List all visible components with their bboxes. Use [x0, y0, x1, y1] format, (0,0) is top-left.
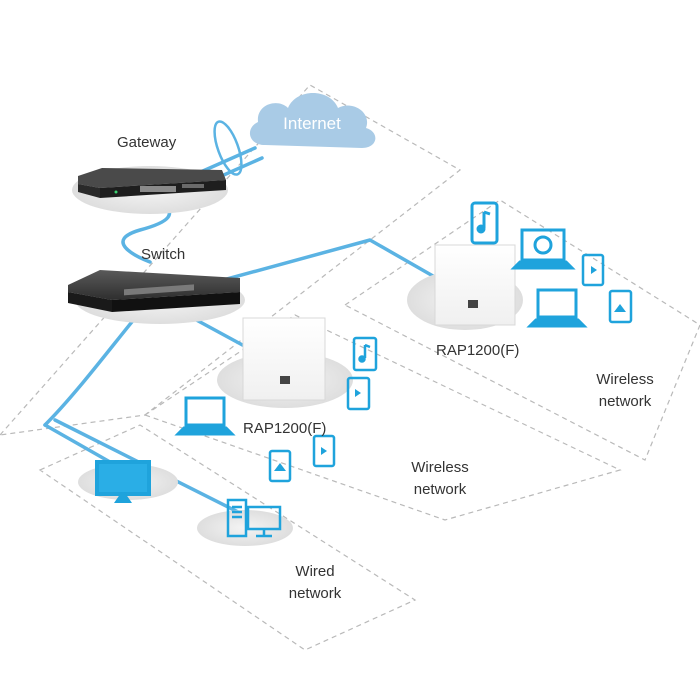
- phone-music-icon: [470, 201, 499, 245]
- zone-wireless-left: [143, 314, 622, 521]
- switch-label: Switch: [141, 246, 186, 263]
- wireless-left-label: Wireless network: [390, 457, 490, 501]
- ap-right-label: RAP1200(F): [436, 342, 520, 359]
- wireless-right-label: Wireless network: [575, 369, 675, 413]
- phone-video-icon: [312, 434, 336, 468]
- phone-music-icon: [352, 336, 378, 372]
- internet-label: Internet: [283, 114, 341, 133]
- internet-cloud: [213, 93, 376, 176]
- laptop-icon: [174, 396, 236, 436]
- link-backbone-monitor: [43, 423, 112, 464]
- network-switch: [68, 270, 245, 324]
- gateway-router: [72, 166, 228, 214]
- wall-access-point-left: [217, 317, 353, 408]
- phone-image-icon: [608, 289, 633, 324]
- laptop-icon: [526, 288, 588, 328]
- laptop-browser-icon: [510, 228, 576, 270]
- wired-label: Wired network: [265, 561, 365, 605]
- monitor-icon: [95, 460, 151, 503]
- wireless-right-line2: network: [598, 393, 652, 410]
- wireless-right-line1: Wireless: [596, 371, 654, 388]
- phone-video-icon: [346, 376, 371, 411]
- gateway-label: Gateway: [117, 134, 177, 151]
- zone-main: [0, 84, 462, 436]
- wall-access-point-right: [407, 244, 523, 330]
- wireless-left-line2: network: [413, 481, 467, 498]
- wired-line1: Wired: [295, 563, 335, 580]
- ap-left-label: RAP1200(F): [243, 420, 327, 437]
- phone-video-icon: [581, 253, 605, 287]
- phone-image-icon: [268, 449, 292, 483]
- wired-line2: network: [288, 585, 342, 602]
- wireless-left-line1: Wireless: [411, 459, 469, 476]
- desktop-pc-icon: [226, 498, 282, 538]
- zone-wired: [38, 424, 417, 651]
